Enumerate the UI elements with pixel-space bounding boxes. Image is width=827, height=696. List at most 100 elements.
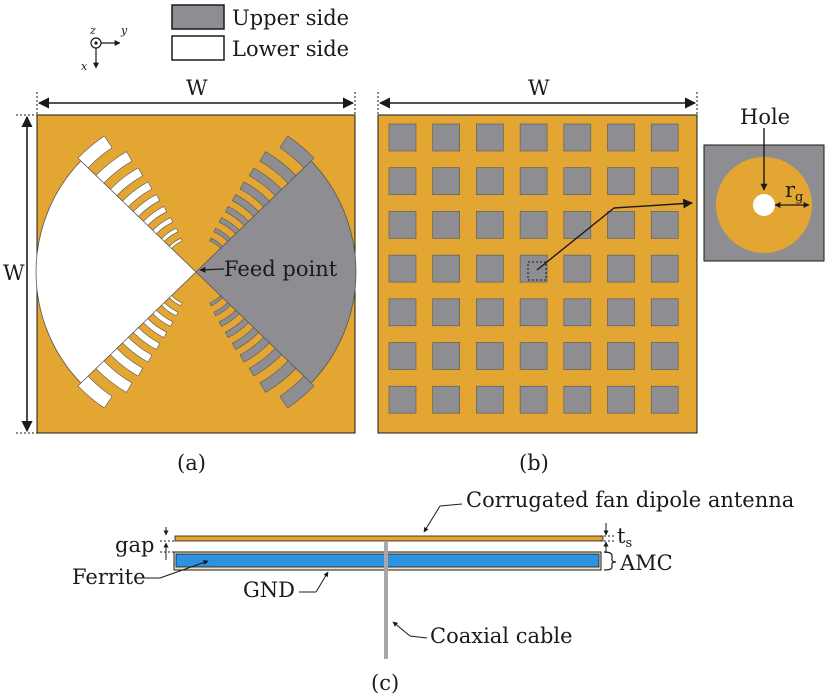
corrugation-strip xyxy=(213,302,231,317)
amc-patch xyxy=(432,342,461,370)
amc-patch xyxy=(607,342,635,370)
amc-bracket xyxy=(603,551,617,571)
amc-patch xyxy=(607,298,635,327)
panel-c: Corrugated fan dipole antenna ts AMC gap… xyxy=(72,488,794,695)
amc-patch xyxy=(432,123,461,152)
corrugation-strip xyxy=(132,194,161,217)
corrugation-strip xyxy=(143,318,167,339)
corrugation-strip xyxy=(168,295,183,307)
amc-patch xyxy=(432,385,461,414)
amc-patch xyxy=(519,254,548,283)
corrugation-strip xyxy=(77,375,113,409)
amc-patch xyxy=(563,254,592,283)
legend-upper-swatch xyxy=(171,4,225,30)
caption-b: (b) xyxy=(519,451,549,475)
corrugation-strip xyxy=(152,309,174,327)
width-label-a: W xyxy=(186,76,208,100)
amc-patch xyxy=(650,211,679,239)
amc-patch xyxy=(432,211,461,239)
corrugation-strip xyxy=(209,237,224,249)
amc-patch xyxy=(563,385,592,414)
via-hole xyxy=(753,194,775,216)
amc-patch xyxy=(476,123,504,152)
antenna-layer xyxy=(174,535,604,542)
amc-patch xyxy=(607,167,635,195)
amc-patch xyxy=(563,167,592,195)
antenna-label: Corrugated fan dipole antenna xyxy=(466,488,794,512)
ferrite-label: Ferrite xyxy=(72,565,146,589)
axis-x-label: x xyxy=(81,60,88,73)
amc-patch xyxy=(476,385,504,414)
coaxial-cable xyxy=(384,541,388,659)
amc-patch xyxy=(607,123,635,152)
corrugation-strip xyxy=(259,360,297,393)
corrugation-strip xyxy=(161,227,179,242)
amc-patch xyxy=(519,211,548,239)
corrugation-strip xyxy=(218,309,240,327)
upper-side-arm xyxy=(195,160,357,384)
amc-patch xyxy=(388,167,417,195)
panel-a: W W Feed point (a) xyxy=(3,76,357,475)
legend-lower-swatch xyxy=(171,35,225,61)
lower-side-arm xyxy=(35,160,197,384)
corrugation-strip xyxy=(95,360,133,393)
amc-patch xyxy=(650,298,679,327)
corrugation-strip xyxy=(143,205,167,226)
corrugation-strip xyxy=(279,135,315,169)
corrugation-strip xyxy=(95,151,133,184)
fan-dipole-antenna xyxy=(35,135,357,409)
amc-patch xyxy=(607,385,635,414)
coordinate-axes: z y x xyxy=(81,24,128,73)
corrugation-strip xyxy=(109,167,144,197)
amc-patch xyxy=(650,342,679,370)
corrugation-strip xyxy=(239,336,270,363)
amc-patch xyxy=(607,211,635,239)
feed-point-pointer xyxy=(199,266,225,273)
amc-label: AMC xyxy=(619,551,673,575)
amc-patch xyxy=(650,254,679,283)
amc-patch xyxy=(476,342,504,370)
corrugation-strip xyxy=(225,318,249,339)
gap-label: gap xyxy=(115,533,154,557)
amc-patch xyxy=(388,385,417,414)
legend-upper-label: Upper side xyxy=(232,6,349,30)
amc-patch xyxy=(563,342,592,370)
width-label-b: W xyxy=(528,76,550,100)
unit-cell-inset xyxy=(703,128,825,262)
corrugation-strip xyxy=(231,327,260,350)
rg-label: rg xyxy=(785,178,803,205)
amc-patch xyxy=(519,342,548,370)
amc-patch xyxy=(650,167,679,195)
amc-patch xyxy=(476,211,504,239)
corrugation-strip xyxy=(109,347,144,377)
corrugation-strip xyxy=(231,194,260,217)
gnd-label: GND xyxy=(243,578,295,602)
amc-patch xyxy=(432,254,461,283)
panel-b: W Hole rg (b) xyxy=(377,76,825,475)
corrugation-strip xyxy=(259,151,297,184)
amc-patch xyxy=(519,298,548,327)
corrugation-strip xyxy=(218,217,240,235)
amc-patch xyxy=(476,167,504,195)
amc-patch xyxy=(519,123,548,152)
axis-y-label: y xyxy=(120,24,128,37)
cable-label: Coaxial cable xyxy=(430,624,573,648)
corrugation-strip xyxy=(248,347,283,377)
corrugation-strip xyxy=(132,327,161,350)
amc-patch xyxy=(650,123,679,152)
amc-patch xyxy=(519,385,548,414)
corrugation-strip xyxy=(122,181,153,208)
selected-unit-marker xyxy=(527,261,547,281)
caption-a: (a) xyxy=(177,451,206,475)
amc-patch xyxy=(432,298,461,327)
amc-patch xyxy=(388,298,417,327)
amc-patch xyxy=(388,254,417,283)
hole-label: Hole xyxy=(740,105,790,129)
amc-patch xyxy=(476,298,504,327)
legend-lower-label: Lower side xyxy=(232,37,349,61)
amc-patch xyxy=(563,211,592,239)
corrugation-strip xyxy=(248,167,283,197)
feed-point-label: Feed point xyxy=(224,257,338,281)
amc-patch xyxy=(607,254,635,283)
amc-patch xyxy=(650,385,679,414)
